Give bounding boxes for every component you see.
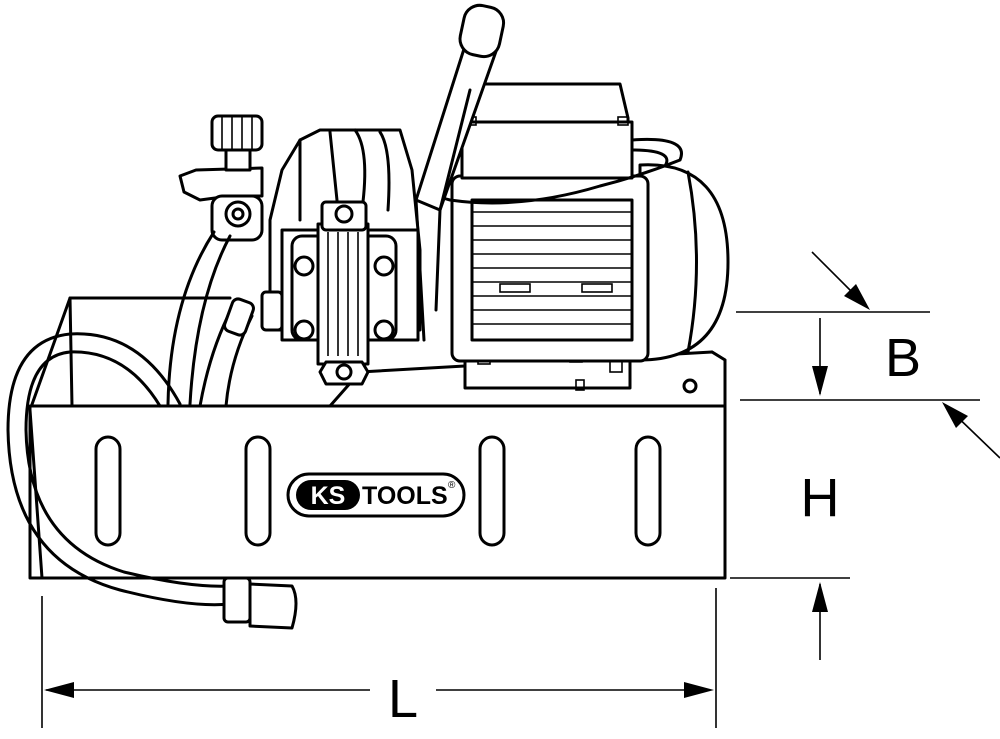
hoses bbox=[6, 230, 298, 630]
ks-tools-logo: KS TOOLS ® bbox=[286, 472, 466, 518]
pressure-valve bbox=[178, 114, 264, 242]
dimension-l: L bbox=[41, 588, 717, 729]
dimension-h: H bbox=[730, 468, 850, 660]
electric-motor bbox=[433, 82, 730, 363]
tank-slot bbox=[244, 435, 272, 547]
logo-ks-text: KS bbox=[311, 482, 346, 510]
length-label: L bbox=[388, 669, 418, 729]
tank-slot bbox=[478, 435, 506, 547]
cooling-fins bbox=[470, 198, 634, 342]
tank-slot bbox=[634, 435, 662, 547]
tank-slot bbox=[94, 435, 122, 547]
height-label: H bbox=[801, 468, 840, 528]
depth-label: B bbox=[885, 328, 921, 388]
dimension-b: B bbox=[736, 251, 1000, 459]
logo-registered-mark: ® bbox=[448, 480, 456, 491]
logo-tools-text: TOOLS bbox=[362, 482, 448, 510]
piston-pump bbox=[260, 128, 422, 386]
